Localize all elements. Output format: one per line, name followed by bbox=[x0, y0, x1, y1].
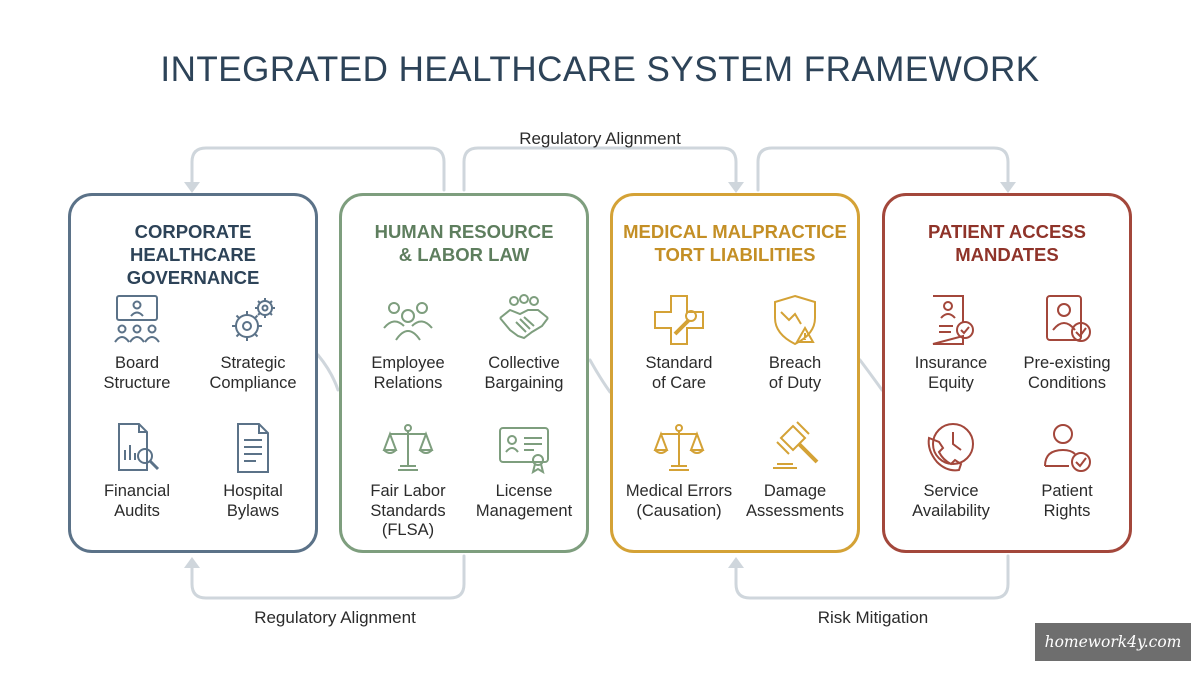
item-label: Medical Errors (Causation) bbox=[625, 482, 733, 520]
item-label: Damage Assessments bbox=[745, 482, 845, 520]
pillar-governance: CORPORATE HEALTHCARE GOVERNANCE Board St… bbox=[68, 193, 318, 553]
item-collective-bargaining: Collective Bargaining bbox=[464, 292, 584, 393]
item-license-management: License Management bbox=[464, 420, 584, 521]
gears-icon bbox=[232, 298, 275, 341]
item-financial-audits: Financial Audits bbox=[77, 420, 197, 521]
flow-label-bottom-right: Risk Mitigation bbox=[817, 608, 929, 627]
connector-arrowheads bbox=[184, 182, 1016, 568]
item-label: Strategic Compliance bbox=[209, 354, 297, 392]
arrowhead-down-icon bbox=[1000, 182, 1016, 193]
item-strategic-compliance: Strategic Compliance bbox=[193, 292, 313, 393]
broken-shield-icon bbox=[774, 294, 816, 346]
medical-cross-wrench-icon bbox=[654, 295, 704, 345]
item-label: Fair Labor Standards (FLSA) bbox=[370, 482, 446, 539]
people-group-icon bbox=[383, 302, 433, 341]
connector-bottom-patient-to-malpractice bbox=[734, 554, 1010, 600]
certificate-icon bbox=[499, 427, 549, 475]
item-label: Financial Audits bbox=[103, 482, 171, 520]
page-title: INTEGRATED HEALTHCARE SYSTEM FRAMEWORK bbox=[160, 50, 1040, 89]
handshake-icon bbox=[499, 294, 549, 340]
flow-label-bottom-left: Regulatory Alignment bbox=[254, 608, 416, 627]
item-breach-of-duty: Breach of Duty bbox=[735, 292, 855, 393]
item-medical-errors: Medical Errors (Causation) bbox=[619, 420, 739, 521]
bridge-hr-malpractice bbox=[588, 358, 612, 394]
item-board-structure: Board Structure bbox=[77, 292, 197, 393]
pillar-title: HUMAN RESOURCE & LABOR LAW bbox=[374, 221, 554, 265]
document-icon bbox=[237, 423, 269, 473]
item-employee-relations: Employee Relations bbox=[348, 292, 468, 393]
item-label: Standard of Care bbox=[645, 354, 713, 392]
item-label: Hospital Bylaws bbox=[223, 482, 283, 520]
connector-top-hr-to-governance bbox=[190, 146, 446, 192]
pillar-title: PATIENT ACCESS MANDATES bbox=[928, 221, 1086, 265]
pillar-patient-access: PATIENT ACCESS MANDATES Insurance Equity… bbox=[882, 193, 1132, 553]
item-label: Board Structure bbox=[103, 354, 171, 392]
item-damage-assessments: Damage Assessments bbox=[735, 420, 855, 521]
arrowhead-down-icon bbox=[184, 182, 200, 193]
scales-icon bbox=[382, 424, 434, 471]
gavel-icon bbox=[773, 421, 819, 469]
bridge-governance-hr bbox=[316, 353, 340, 392]
item-label: Employee Relations bbox=[371, 354, 445, 392]
flow-label-top: Regulatory Alignment bbox=[519, 129, 681, 148]
item-insurance-equity: Insurance Equity bbox=[891, 292, 1011, 393]
arrowhead-down-icon bbox=[728, 182, 744, 193]
phone-clock-icon bbox=[927, 423, 974, 472]
item-label: Collective Bargaining bbox=[484, 354, 564, 392]
pillar-title: MEDICAL MALPRACTICE TORT LIABILITIES bbox=[623, 221, 847, 265]
connector-top-malpractice-to-patient bbox=[756, 146, 1010, 192]
item-hospital-bylaws: Hospital Bylaws bbox=[193, 420, 313, 521]
item-label: Patient Rights bbox=[1041, 482, 1093, 520]
item-label: Insurance Equity bbox=[914, 354, 988, 392]
arrowhead-up-icon bbox=[184, 557, 200, 568]
connector-top-hr-to-malpractice bbox=[462, 146, 738, 192]
item-label: License Management bbox=[475, 482, 573, 520]
item-label: Service Availability bbox=[912, 482, 990, 520]
item-label: Breach of Duty bbox=[768, 354, 822, 392]
arrowhead-up-icon bbox=[728, 557, 744, 568]
pillar-hr-labor-law: HUMAN RESOURCE & LABOR LAW Employee Rela… bbox=[339, 193, 589, 553]
item-label: Pre-existing Conditions bbox=[1023, 354, 1111, 392]
item-fair-labor-standards: Fair Labor Standards (FLSA) bbox=[348, 420, 468, 541]
bridge-malpractice-patient bbox=[858, 358, 884, 392]
item-pre-existing-conditions: Pre-existing Conditions bbox=[1007, 292, 1127, 393]
insurance-card-icon bbox=[932, 295, 974, 345]
person-check-icon bbox=[1044, 424, 1091, 472]
pillar-malpractice-tort: MEDICAL MALPRACTICE TORT LIABILITIES Sta… bbox=[610, 193, 860, 553]
item-patient-rights: Patient Rights bbox=[1007, 420, 1127, 521]
audit-report-icon bbox=[118, 423, 160, 471]
board-meeting-icon bbox=[114, 295, 160, 343]
pillar-title: CORPORATE HEALTHCARE GOVERNANCE bbox=[126, 221, 260, 288]
scales-icon bbox=[653, 424, 705, 471]
watermark: homework4y.com bbox=[1035, 623, 1191, 661]
item-standard-of-care: Standard of Care bbox=[619, 292, 739, 393]
item-service-availability: Service Availability bbox=[891, 420, 1011, 521]
patient-record-check-icon bbox=[1046, 295, 1091, 342]
connector-bottom-hr-to-governance bbox=[190, 554, 466, 600]
